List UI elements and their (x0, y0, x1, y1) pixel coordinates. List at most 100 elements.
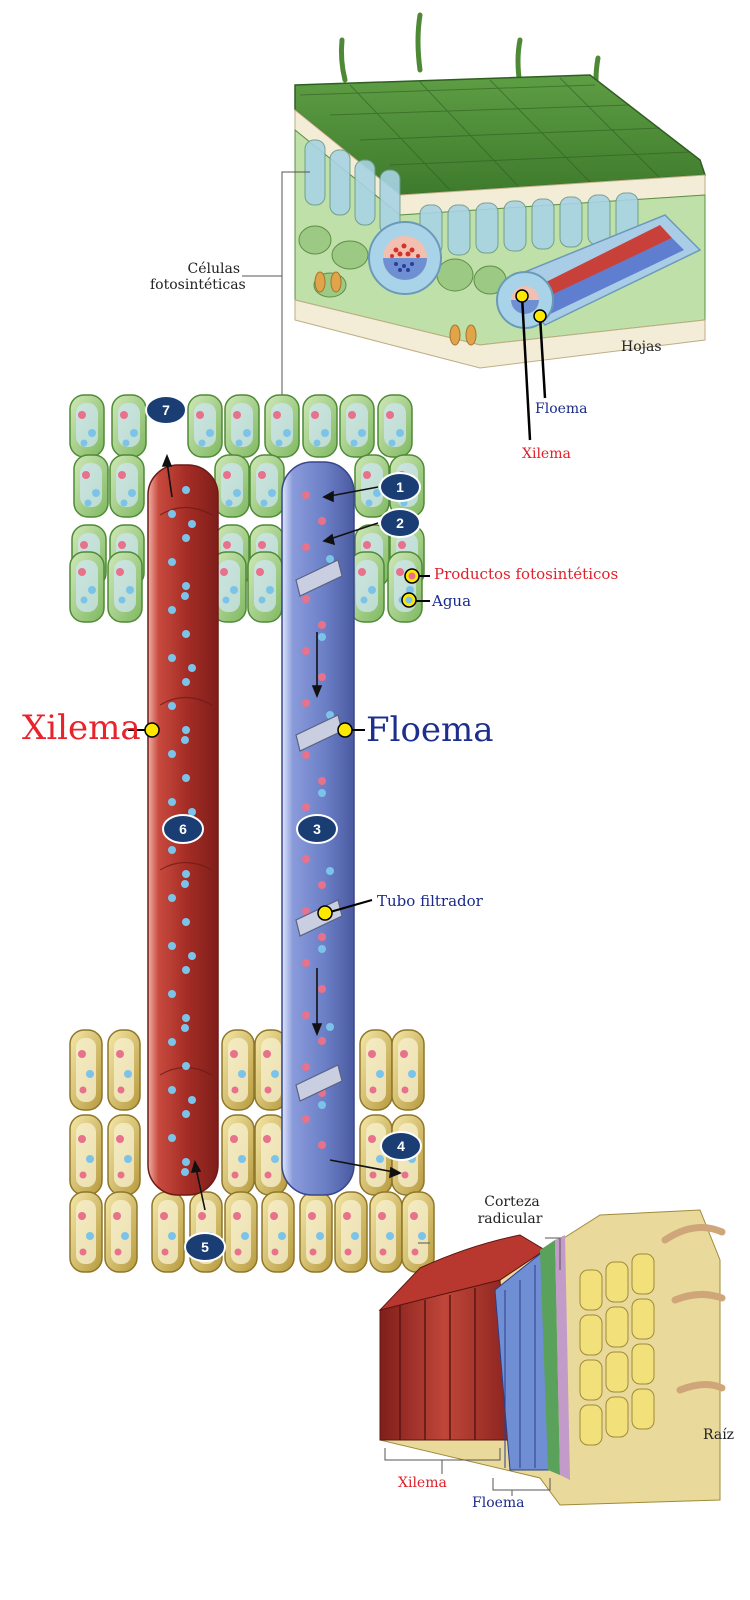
water-dot (275, 439, 283, 447)
sugar-dot (117, 1171, 125, 1179)
sugar-dot (363, 471, 371, 479)
sugar-dot (78, 1212, 86, 1220)
sugar-dot (160, 1212, 168, 1220)
corteza-label-line2: radicular (477, 1211, 543, 1227)
water-dot (182, 534, 190, 542)
sugar-dot (233, 411, 241, 419)
water-dot (84, 499, 92, 507)
water-dot (238, 1155, 246, 1163)
leaf-cell (264, 394, 300, 458)
water-dot (313, 439, 321, 447)
leaf-cell-layer (69, 394, 425, 623)
leaf-cell (302, 394, 338, 458)
tubo-filtrador-label: Tubo filtrador (377, 892, 483, 910)
floema-big-label: Floema (366, 710, 494, 750)
sugar-dot (302, 1063, 310, 1071)
water-dot (230, 586, 238, 594)
water-dot (406, 586, 414, 594)
sugar-dot (233, 1212, 241, 1220)
water-dot (130, 429, 138, 437)
sugar-dot (318, 621, 326, 629)
root-cell (221, 1029, 255, 1111)
water-dot (418, 1232, 426, 1240)
sugar-dot (223, 541, 231, 549)
sugar-dot (79, 1248, 87, 1256)
water-dot (182, 678, 190, 686)
water-dot (368, 586, 376, 594)
water-dot (182, 1110, 190, 1118)
water-dot (168, 510, 176, 518)
leaf-cell (111, 394, 147, 458)
water-dot (168, 846, 176, 854)
celulas-label-line2: fotosintéticas (150, 277, 246, 293)
water-dot (182, 966, 190, 974)
sugar-dot (231, 1171, 239, 1179)
root-cell (299, 1191, 333, 1273)
water-dot (326, 1023, 334, 1031)
water-dot (241, 1232, 249, 1240)
water-dot (120, 499, 128, 507)
sugar-dot (318, 933, 326, 941)
xilema-root-label: Xilema (398, 1475, 447, 1491)
leaf-cell (377, 394, 413, 458)
water-dot (182, 726, 190, 734)
leaf-cell (339, 394, 375, 458)
sugar-dot (116, 568, 124, 576)
water-dot (326, 555, 334, 563)
sugar-dot (369, 1171, 377, 1179)
sugar-dot (231, 1086, 239, 1094)
sugar-dot (302, 543, 310, 551)
water-dot (376, 1070, 384, 1078)
water-dot (181, 880, 189, 888)
water-dot (182, 918, 190, 926)
step-1-number: 1 (396, 479, 404, 495)
water-dot (316, 1232, 324, 1240)
sugar-dot (230, 1135, 238, 1143)
phloem-marker (337, 722, 353, 738)
sugar-dot (120, 411, 128, 419)
water-dot (408, 1070, 416, 1078)
water-dot (86, 1155, 94, 1163)
productos-label: Productos fotosintéticos (434, 565, 619, 583)
sugar-dot (398, 541, 406, 549)
sugar-dot (79, 1086, 87, 1094)
water-dot (118, 596, 126, 604)
leaf-cell (387, 551, 423, 623)
sugar-dot (273, 411, 281, 419)
root-cell (221, 1114, 255, 1196)
water-dot (222, 596, 230, 604)
water-dot (126, 586, 134, 594)
step-badge-2 (379, 508, 421, 538)
sugar-dot (117, 1086, 125, 1094)
phloem-leaf-marker (533, 309, 547, 323)
leaf-cell (73, 454, 109, 518)
sugar-dot (78, 1050, 86, 1058)
sugar-dot (161, 1248, 169, 1256)
water-dot (365, 499, 373, 507)
xilema-big-label: Xilema (22, 708, 141, 748)
root-cell (224, 1191, 258, 1273)
sugar-dot (271, 1248, 279, 1256)
sugar-dot (118, 471, 126, 479)
xylem-leaf-marker (515, 289, 529, 303)
leaf-cell (69, 394, 105, 458)
step-3-number: 3 (313, 821, 321, 837)
leaf-section (294, 12, 707, 441)
sugar-dot (411, 1248, 419, 1256)
sugar-dot (82, 471, 90, 479)
sugar-dot (230, 1050, 238, 1058)
sugar-dot (369, 1086, 377, 1094)
water-dot (80, 596, 88, 604)
sugar-dot (309, 1248, 317, 1256)
water-dot (318, 1101, 326, 1109)
sugar-dot (302, 803, 310, 811)
root-cell (107, 1029, 141, 1111)
water-dot (271, 1155, 279, 1163)
water-dot (318, 789, 326, 797)
water-dot (168, 1086, 176, 1094)
root-cell (334, 1191, 368, 1273)
water-dot (188, 664, 196, 672)
step-badge-5 (184, 1232, 226, 1262)
root-cell (391, 1029, 425, 1111)
water-dot (351, 1232, 359, 1240)
